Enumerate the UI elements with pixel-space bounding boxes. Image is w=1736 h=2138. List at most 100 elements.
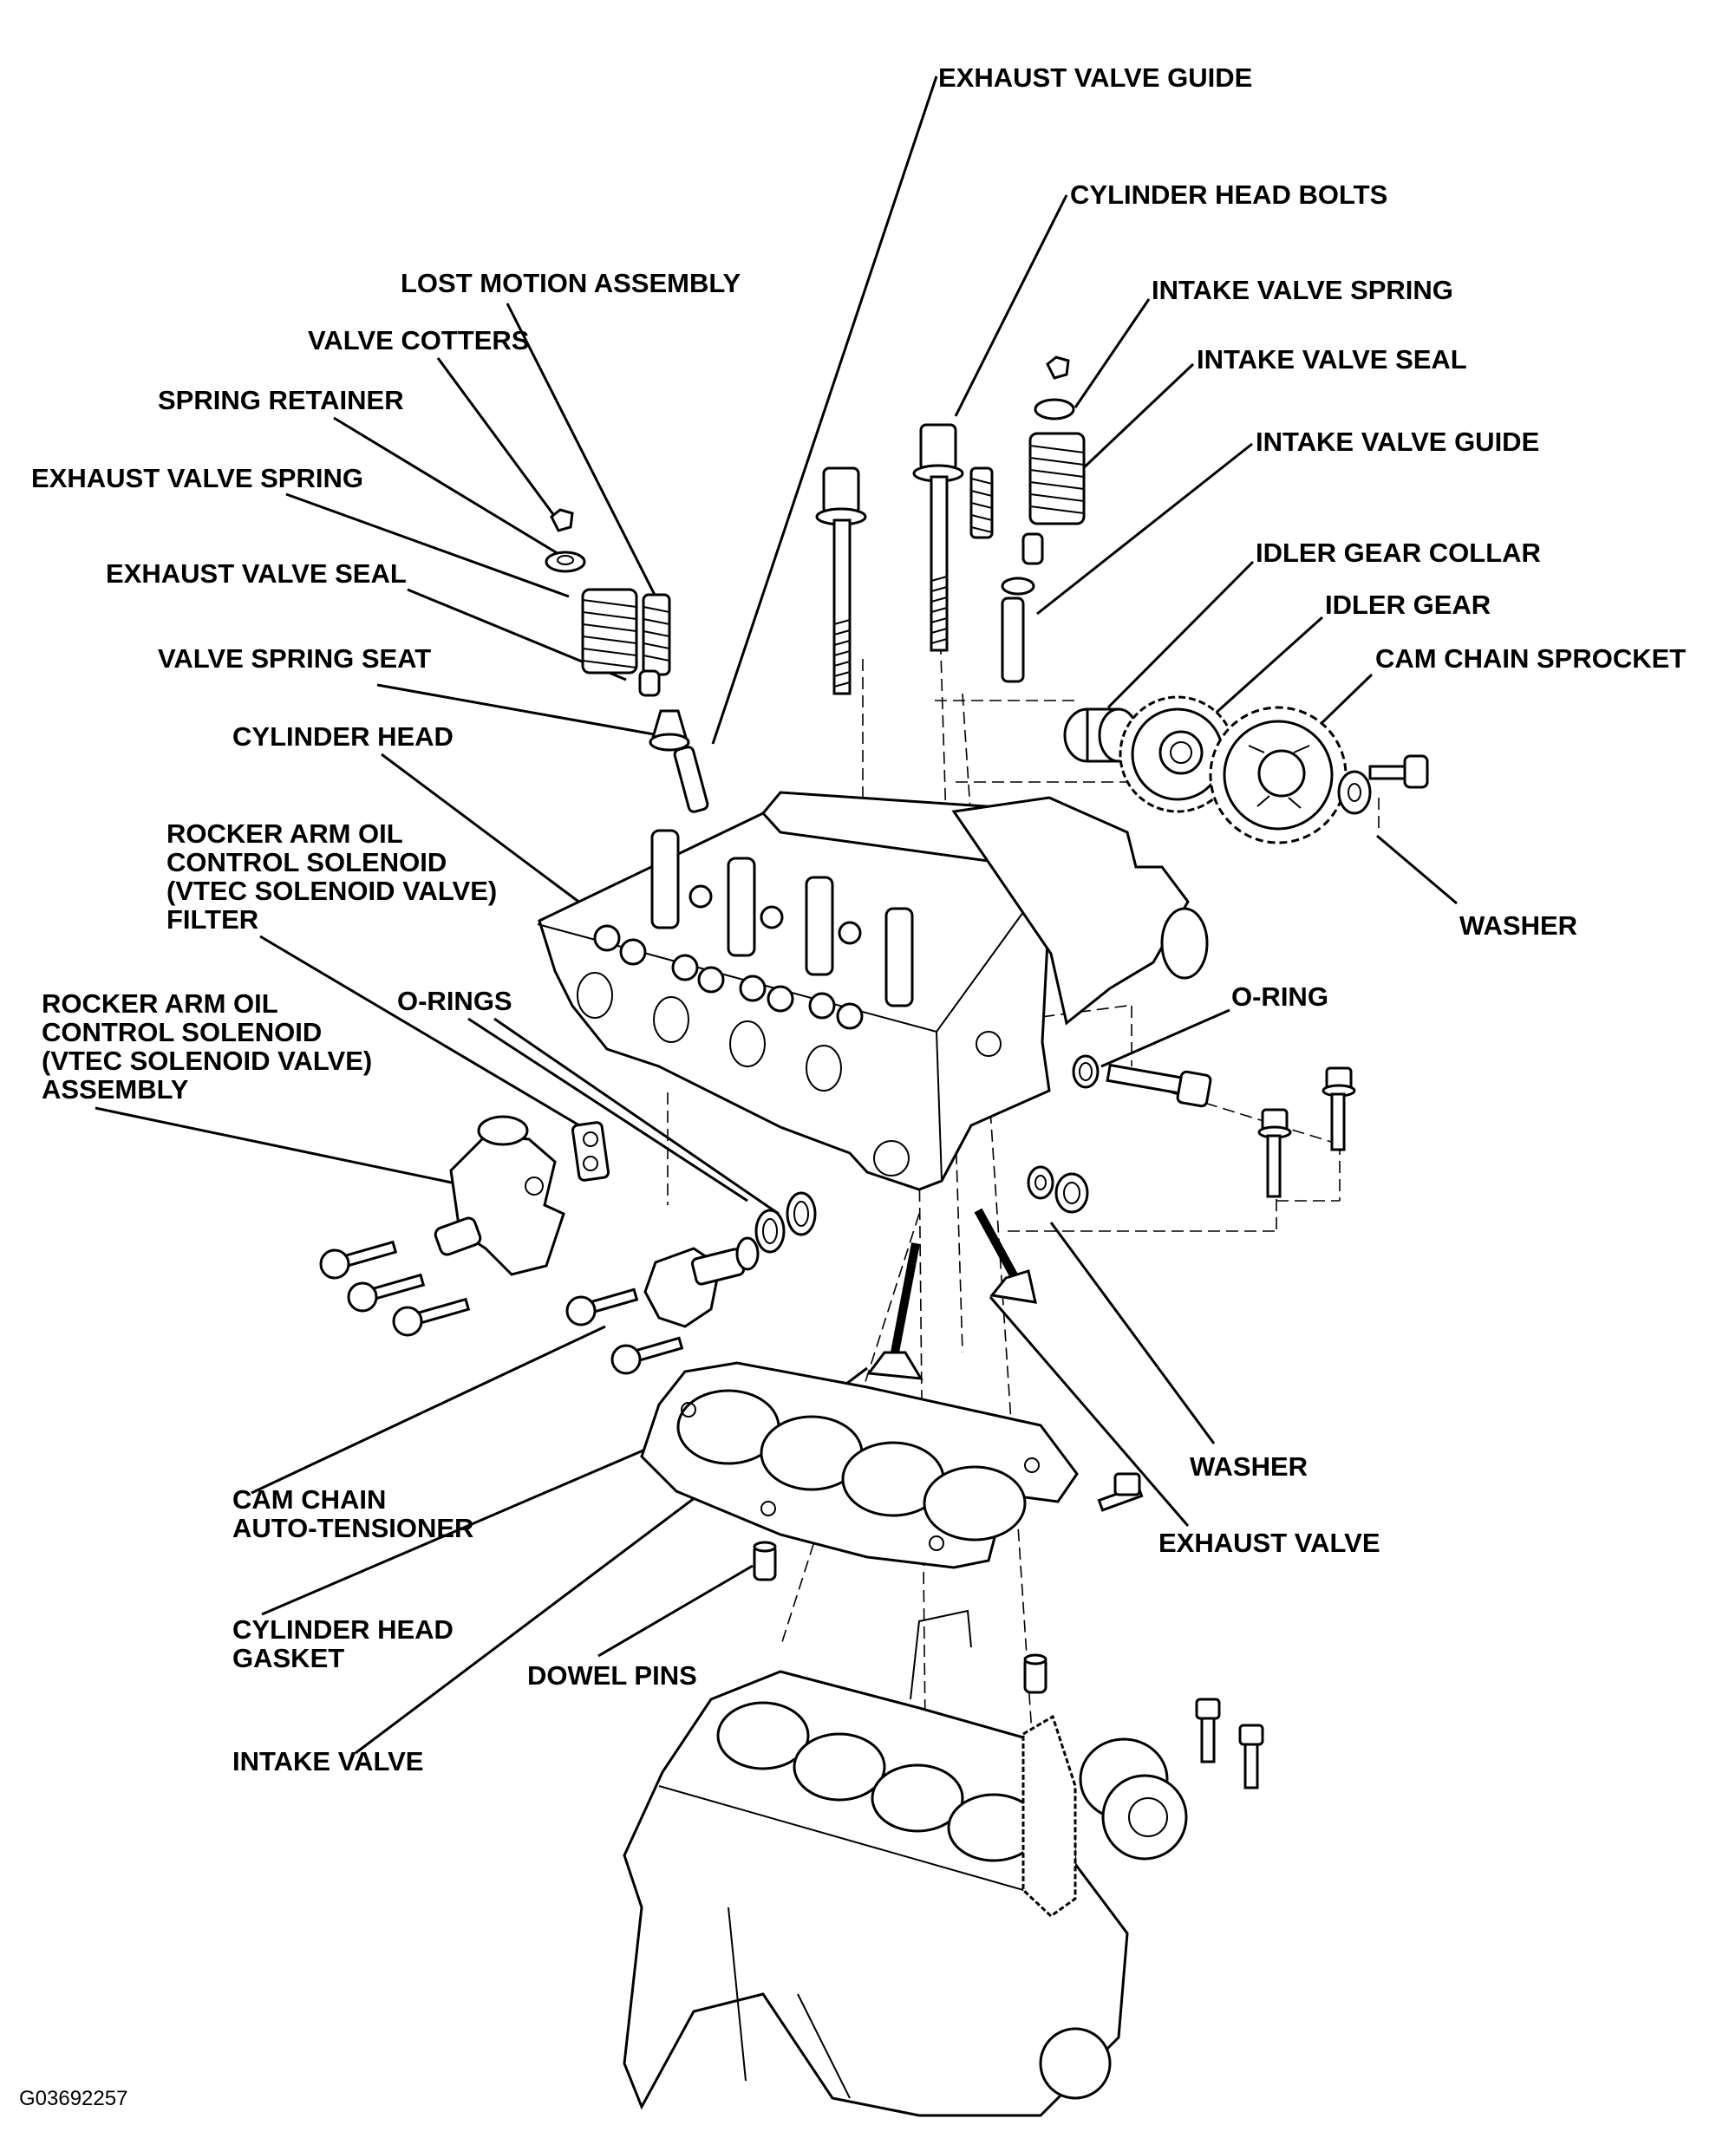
leader-washer-top xyxy=(1376,834,1458,905)
side-bolt-1 xyxy=(1257,1108,1292,1198)
solenoid-filter-part xyxy=(571,1121,610,1182)
label-lost-motion-assembly: LOST MOTION ASSEMBLY xyxy=(401,268,741,298)
drain-plug-part xyxy=(1054,1172,1089,1214)
label-cylinder-head-bolts: CYLINDER HEAD BOLTS xyxy=(1070,179,1387,210)
svg-text:(VTEC SOLENOID VALVE): (VTEC SOLENOID VALVE) xyxy=(42,1046,372,1076)
leader-cam-chain-sprocket xyxy=(1315,673,1374,730)
label-cylinder-head-gasket: CYLINDER HEAD GASKET xyxy=(232,1614,454,1673)
leader-solenoid-filter xyxy=(259,935,580,1127)
label-idler-gear: IDLER GEAR xyxy=(1325,590,1491,620)
idler-gear-collar-part xyxy=(1063,707,1139,763)
lost-motion-assembly-part xyxy=(642,593,671,676)
svg-text:CAM CHAIN: CAM CHAIN xyxy=(232,1484,386,1515)
figure-code: G03692257 xyxy=(19,2087,127,2110)
label-o-ring: O-RING xyxy=(1231,981,1328,1012)
label-intake-valve-seal: INTAKE VALVE SEAL xyxy=(1197,344,1467,375)
o-ring-right-part xyxy=(1072,1054,1100,1089)
side-bolt-2 xyxy=(1322,1066,1356,1151)
exhaust-valve-guide-part xyxy=(673,746,709,813)
label-cam-chain-sprocket: CAM CHAIN SPROCKET xyxy=(1375,643,1686,674)
svg-text:CYLINDER HEAD: CYLINDER HEAD xyxy=(232,1614,454,1645)
plug-bolt-part xyxy=(1106,1063,1212,1108)
svg-text:CONTROL SOLENOID: CONTROL SOLENOID xyxy=(166,847,447,877)
leader-o-rings-a xyxy=(467,1017,748,1203)
leader-lost-motion-assembly xyxy=(506,303,662,608)
label-spring-retainer: SPRING RETAINER xyxy=(158,385,404,415)
svg-text:GASKET: GASKET xyxy=(232,1643,344,1673)
leader-lines xyxy=(95,75,1458,1755)
svg-text:ROCKER ARM OIL: ROCKER ARM OIL xyxy=(42,988,278,1019)
label-exhaust-valve: EXHAUST VALVE xyxy=(1158,1528,1380,1558)
leader-cylinder-head xyxy=(381,753,582,905)
head-bolt-1 xyxy=(815,466,867,695)
washer-bottom-part xyxy=(1027,1165,1054,1200)
label-washer-bottom: WASHER xyxy=(1190,1451,1308,1482)
leader-spring-retainer xyxy=(333,416,561,557)
leader-valve-spring-seat xyxy=(376,683,660,737)
label-dowel-pins: DOWEL PINS xyxy=(527,1660,697,1691)
svg-text:ASSEMBLY: ASSEMBLY xyxy=(42,1074,189,1105)
leader-cam-chain-auto-tensioner xyxy=(251,1325,606,1495)
svg-text:(VTEC SOLENOID VALVE): (VTEC SOLENOID VALVE) xyxy=(166,876,497,906)
sprocket-bolt-part xyxy=(1368,754,1429,789)
label-cylinder-head: CYLINDER HEAD xyxy=(232,721,454,752)
svg-text:CONTROL SOLENOID: CONTROL SOLENOID xyxy=(42,1017,322,1047)
cam-chain-auto-tensioner-part xyxy=(643,1236,760,1328)
cylinder-head-gasket-part xyxy=(640,1361,1079,1569)
exhaust-valve-seal-part xyxy=(638,669,661,697)
label-idler-gear-collar: IDLER GEAR COLLAR xyxy=(1256,538,1541,568)
leader-o-rings-b xyxy=(493,1017,780,1216)
spring-retainer-part xyxy=(545,551,586,573)
valve-cotters-part xyxy=(550,508,574,532)
solenoid-assembly-part xyxy=(434,1115,565,1276)
head-bolt-2 xyxy=(912,423,964,652)
label-washer-top: WASHER xyxy=(1459,910,1577,941)
dowel-pin-1 xyxy=(753,1541,777,1581)
intake-valve-spring-part xyxy=(1028,432,1086,525)
svg-text:FILTER: FILTER xyxy=(166,904,258,935)
label-intake-valve-spring: INTAKE VALVE SPRING xyxy=(1152,275,1453,305)
intake-valve-guide-part xyxy=(1001,596,1025,683)
leader-idler-gear xyxy=(1211,616,1324,718)
leader-exhaust-valve-spring xyxy=(285,492,570,598)
label-o-rings: O-RINGS xyxy=(397,986,512,1016)
leader-intake-valve-spring xyxy=(1074,298,1151,408)
left-valve-stack xyxy=(545,508,709,813)
engine-block-part xyxy=(623,1609,1188,2117)
label-valve-cotters: VALVE COTTERS xyxy=(308,325,529,355)
leader-idler-gear-collar xyxy=(1106,560,1255,709)
leader-cylinder-head-bolts xyxy=(954,194,1068,417)
right-valve-stack xyxy=(969,355,1086,683)
leader-solenoid-assembly xyxy=(95,1106,469,1188)
solenoid-bolts xyxy=(319,1240,471,1337)
leader-dowel-pins xyxy=(597,1564,754,1658)
leader-cylinder-head-gasket xyxy=(261,1448,646,1616)
label-intake-valve: INTAKE VALVE xyxy=(232,1746,423,1776)
leader-exhaust-valve xyxy=(989,1296,1190,1527)
cylinder-head-part xyxy=(537,791,1209,1191)
block-bolts xyxy=(1195,1698,1264,1789)
leader-valve-cotters xyxy=(436,357,557,518)
label-cam-chain-auto-tensioner: CAM CHAIN AUTO-TENSIONER xyxy=(232,1484,473,1543)
leader-intake-valve-guide xyxy=(1036,442,1253,616)
leader-exhaust-valve-guide xyxy=(711,75,938,745)
tensioner-bolts xyxy=(565,1287,684,1375)
intake-valve-seal-part xyxy=(1021,532,1044,565)
svg-text:AUTO-TENSIONER: AUTO-TENSIONER xyxy=(232,1513,473,1543)
label-exhaust-valve-guide: EXHAUST VALVE GUIDE xyxy=(938,62,1252,93)
washer-top-part xyxy=(1337,770,1372,815)
cylinder-head-bolts xyxy=(815,423,964,695)
leader-o-ring xyxy=(1100,1008,1230,1068)
cam-chain-sprocket-part xyxy=(1209,706,1348,844)
callout-labels: EXHAUST VALVE GUIDE CYLINDER HEAD BOLTS … xyxy=(19,62,1686,2110)
exhaust-valve-spring-part xyxy=(581,588,638,675)
o-rings-part xyxy=(754,1191,817,1254)
gasket-bolt-part xyxy=(1097,1472,1144,1512)
leader-washer-bottom xyxy=(1049,1222,1216,1444)
label-valve-spring-seat: VALVE SPRING SEAT xyxy=(158,643,431,674)
label-exhaust-valve-seal: EXHAUST VALVE SEAL xyxy=(106,558,407,589)
svg-text:ROCKER ARM OIL: ROCKER ARM OIL xyxy=(166,818,403,849)
label-intake-valve-guide: INTAKE VALVE GUIDE xyxy=(1256,427,1539,457)
label-exhaust-valve-spring: EXHAUST VALVE SPRING xyxy=(31,463,363,493)
